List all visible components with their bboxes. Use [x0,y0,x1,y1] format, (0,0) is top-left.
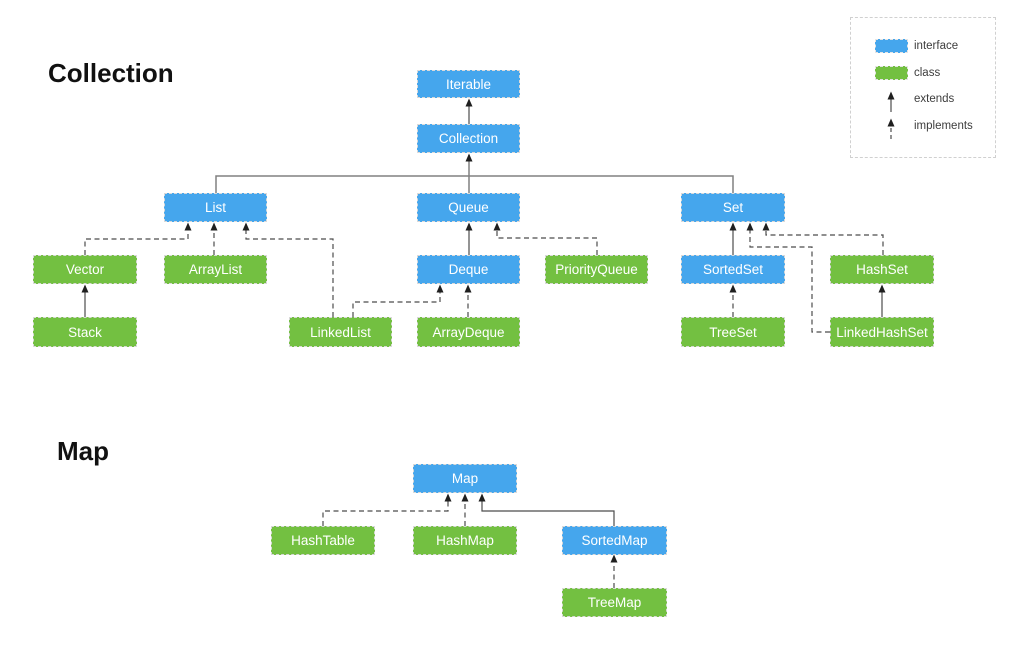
node-linkedlist: LinkedList [289,317,392,347]
legend-key-dashed-arrow [868,113,914,139]
node-collection: Collection [417,124,520,153]
node-list: List [164,193,267,222]
section-title-map: Map [57,436,109,466]
edge-priorityqueue-queue [493,222,598,255]
section-title-collection: Collection [48,58,174,88]
node-queue: Queue [417,193,520,222]
node-map: Map [413,464,517,493]
node-iterable: Iterable [417,70,520,98]
legend-row-extends: extends [851,85,995,112]
edge-linkedhashset-set [746,222,830,333]
node-hashtable: HashTable [271,526,375,555]
legend-row-class: class [851,59,995,86]
node-linkedhashset: LinkedHashSet [830,317,934,347]
node-hashmap: HashMap [413,526,517,555]
node-arraylist: ArrayList [164,255,267,284]
legend-label-implements: implements [914,119,973,132]
legend-row-interface: interface [851,32,995,59]
node-arraydeque: ArrayDeque [417,317,520,347]
legend-label-class: class [914,66,941,79]
legend: interface class extends implements [850,17,996,158]
node-deque: Deque [417,255,520,284]
legend-label-interface: interface [914,39,959,52]
node-treeset: TreeSet [681,317,785,347]
solid-arrow-icon [887,91,895,112]
node-treemap: TreeMap [562,588,667,617]
node-stack: Stack [33,317,137,347]
edge-linkedlist-deque [352,284,444,317]
legend-key-solid-arrow [868,86,914,112]
legend-key-class [868,65,914,80]
edge-sortedmap-map [478,493,615,526]
legend-row-implements: implements [851,112,995,139]
dashed-arrow-icon [887,118,895,139]
class-swatch-icon [874,65,908,80]
node-hashset: HashSet [830,255,934,284]
legend-key-interface [868,38,914,53]
interface-swatch-icon [874,38,908,53]
node-vector: Vector [33,255,137,284]
edge-linkedlist-list [242,222,334,317]
node-priorityqueue: PriorityQueue [545,255,648,284]
edge-hashset-set [762,222,884,255]
node-sortedmap: SortedMap [562,526,667,555]
edge-children-branch [215,175,734,193]
legend-label-extends: extends [914,92,955,105]
node-set: Set [681,193,785,222]
node-sortedset: SortedSet [681,255,785,284]
edge-hashtable-map [322,493,452,526]
edge-vector-list [84,222,192,255]
